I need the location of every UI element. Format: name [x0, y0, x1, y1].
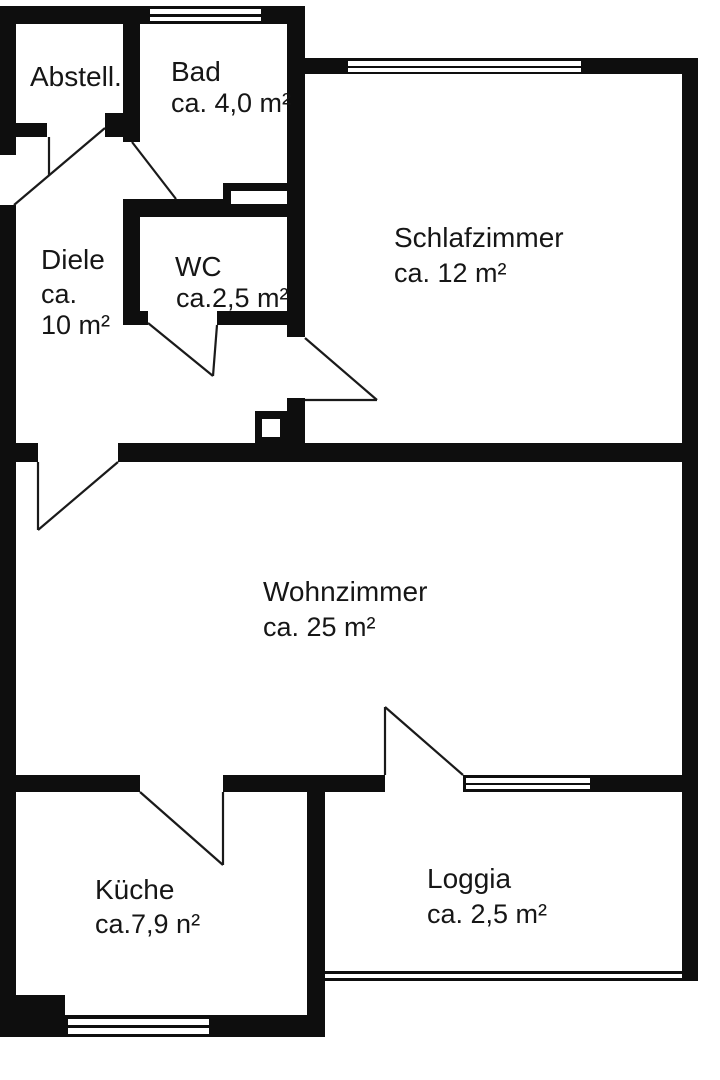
window-schlafzimmer-pane — [348, 68, 581, 72]
room-area-schlafzimmer: ca. 12 m² — [394, 258, 507, 288]
wall-kueche-corner-block — [3, 995, 65, 1037]
wall-left-lower — [0, 205, 16, 1037]
wall-left-upper — [0, 6, 16, 155]
wall-bad-wc-right — [287, 6, 305, 337]
doors — [13, 127, 464, 866]
window-bad-pane — [150, 9, 261, 14]
room-area-diele-1: ca. — [41, 279, 77, 309]
wall-kueche-top-left — [16, 775, 140, 792]
door-schlafzimmer-swing — [304, 337, 378, 401]
door-wc-leaf — [211, 324, 219, 377]
window-bad-pane — [150, 17, 261, 21]
wall-schlafzimmer-top-left — [305, 58, 347, 74]
wall-abstell-bottom — [0, 123, 47, 137]
loggia-railing-line — [325, 971, 698, 974]
walls — [0, 6, 698, 1037]
room-area-diele-2: 10 m² — [41, 310, 110, 340]
wall-bad-left — [123, 24, 140, 142]
room-label-wohnzimmer: Wohnzimmer — [263, 576, 427, 607]
wall-divider-stub-left — [16, 443, 38, 462]
room-area-wohnzimmer: ca. 25 m² — [263, 612, 376, 642]
wall-kueche-top-right — [223, 775, 385, 792]
window-loggia-pane — [466, 778, 590, 783]
room-label-schlafzimmer: Schlafzimmer — [394, 222, 564, 253]
room-area-kueche: ca.7,9 n² — [95, 909, 200, 939]
wall-right-outer — [682, 58, 698, 980]
room-labels: Abstell. Bad ca. 4,0 m² Schlafzimmer ca.… — [30, 56, 564, 939]
window-loggia-pane — [466, 785, 590, 789]
room-area-wc: ca.2,5 m² — [176, 283, 289, 313]
room-label-bad: Bad — [171, 56, 221, 87]
wall-kueche-bottom-right — [212, 1015, 325, 1037]
window-loggia-frame — [463, 775, 593, 792]
wall-loggia-top-right — [593, 775, 682, 792]
door-wc-swing — [147, 322, 214, 377]
wall-wc-bottom-right — [217, 311, 305, 325]
room-area-loggia: ca. 2,5 m² — [427, 899, 547, 929]
window-schlafzimmer-pane — [348, 61, 581, 66]
shaft-wc-void — [231, 191, 287, 204]
wall-abstell-jamb — [105, 113, 123, 137]
room-label-diele: Diele — [41, 244, 105, 275]
room-label-abstell: Abstell. — [30, 61, 122, 92]
room-label-kueche: Küche — [95, 874, 174, 905]
wall-wc-bottom-left — [123, 311, 148, 325]
room-area-bad: ca. 4,0 m² — [171, 88, 291, 118]
wall-kueche-loggia — [307, 792, 325, 1037]
wall-schlafzimmer-top-right — [582, 58, 698, 74]
door-wohnzimmer-swing — [37, 461, 119, 531]
door-entry-swing — [13, 127, 106, 206]
door-bad-swing — [131, 141, 177, 200]
wall-divider-main — [118, 443, 682, 462]
window-kueche-pane — [68, 1028, 209, 1034]
wall-top-left — [0, 6, 148, 24]
duct-void — [262, 419, 280, 437]
loggia-railing-line — [325, 978, 698, 981]
door-kueche-swing — [139, 791, 224, 866]
window-bad-frame — [147, 6, 264, 24]
door-loggia-swing — [384, 706, 464, 776]
room-label-loggia: Loggia — [427, 863, 512, 894]
room-label-wc: WC — [175, 251, 222, 282]
window-kueche-pane — [68, 1019, 209, 1025]
wall-wc-left — [123, 217, 140, 325]
